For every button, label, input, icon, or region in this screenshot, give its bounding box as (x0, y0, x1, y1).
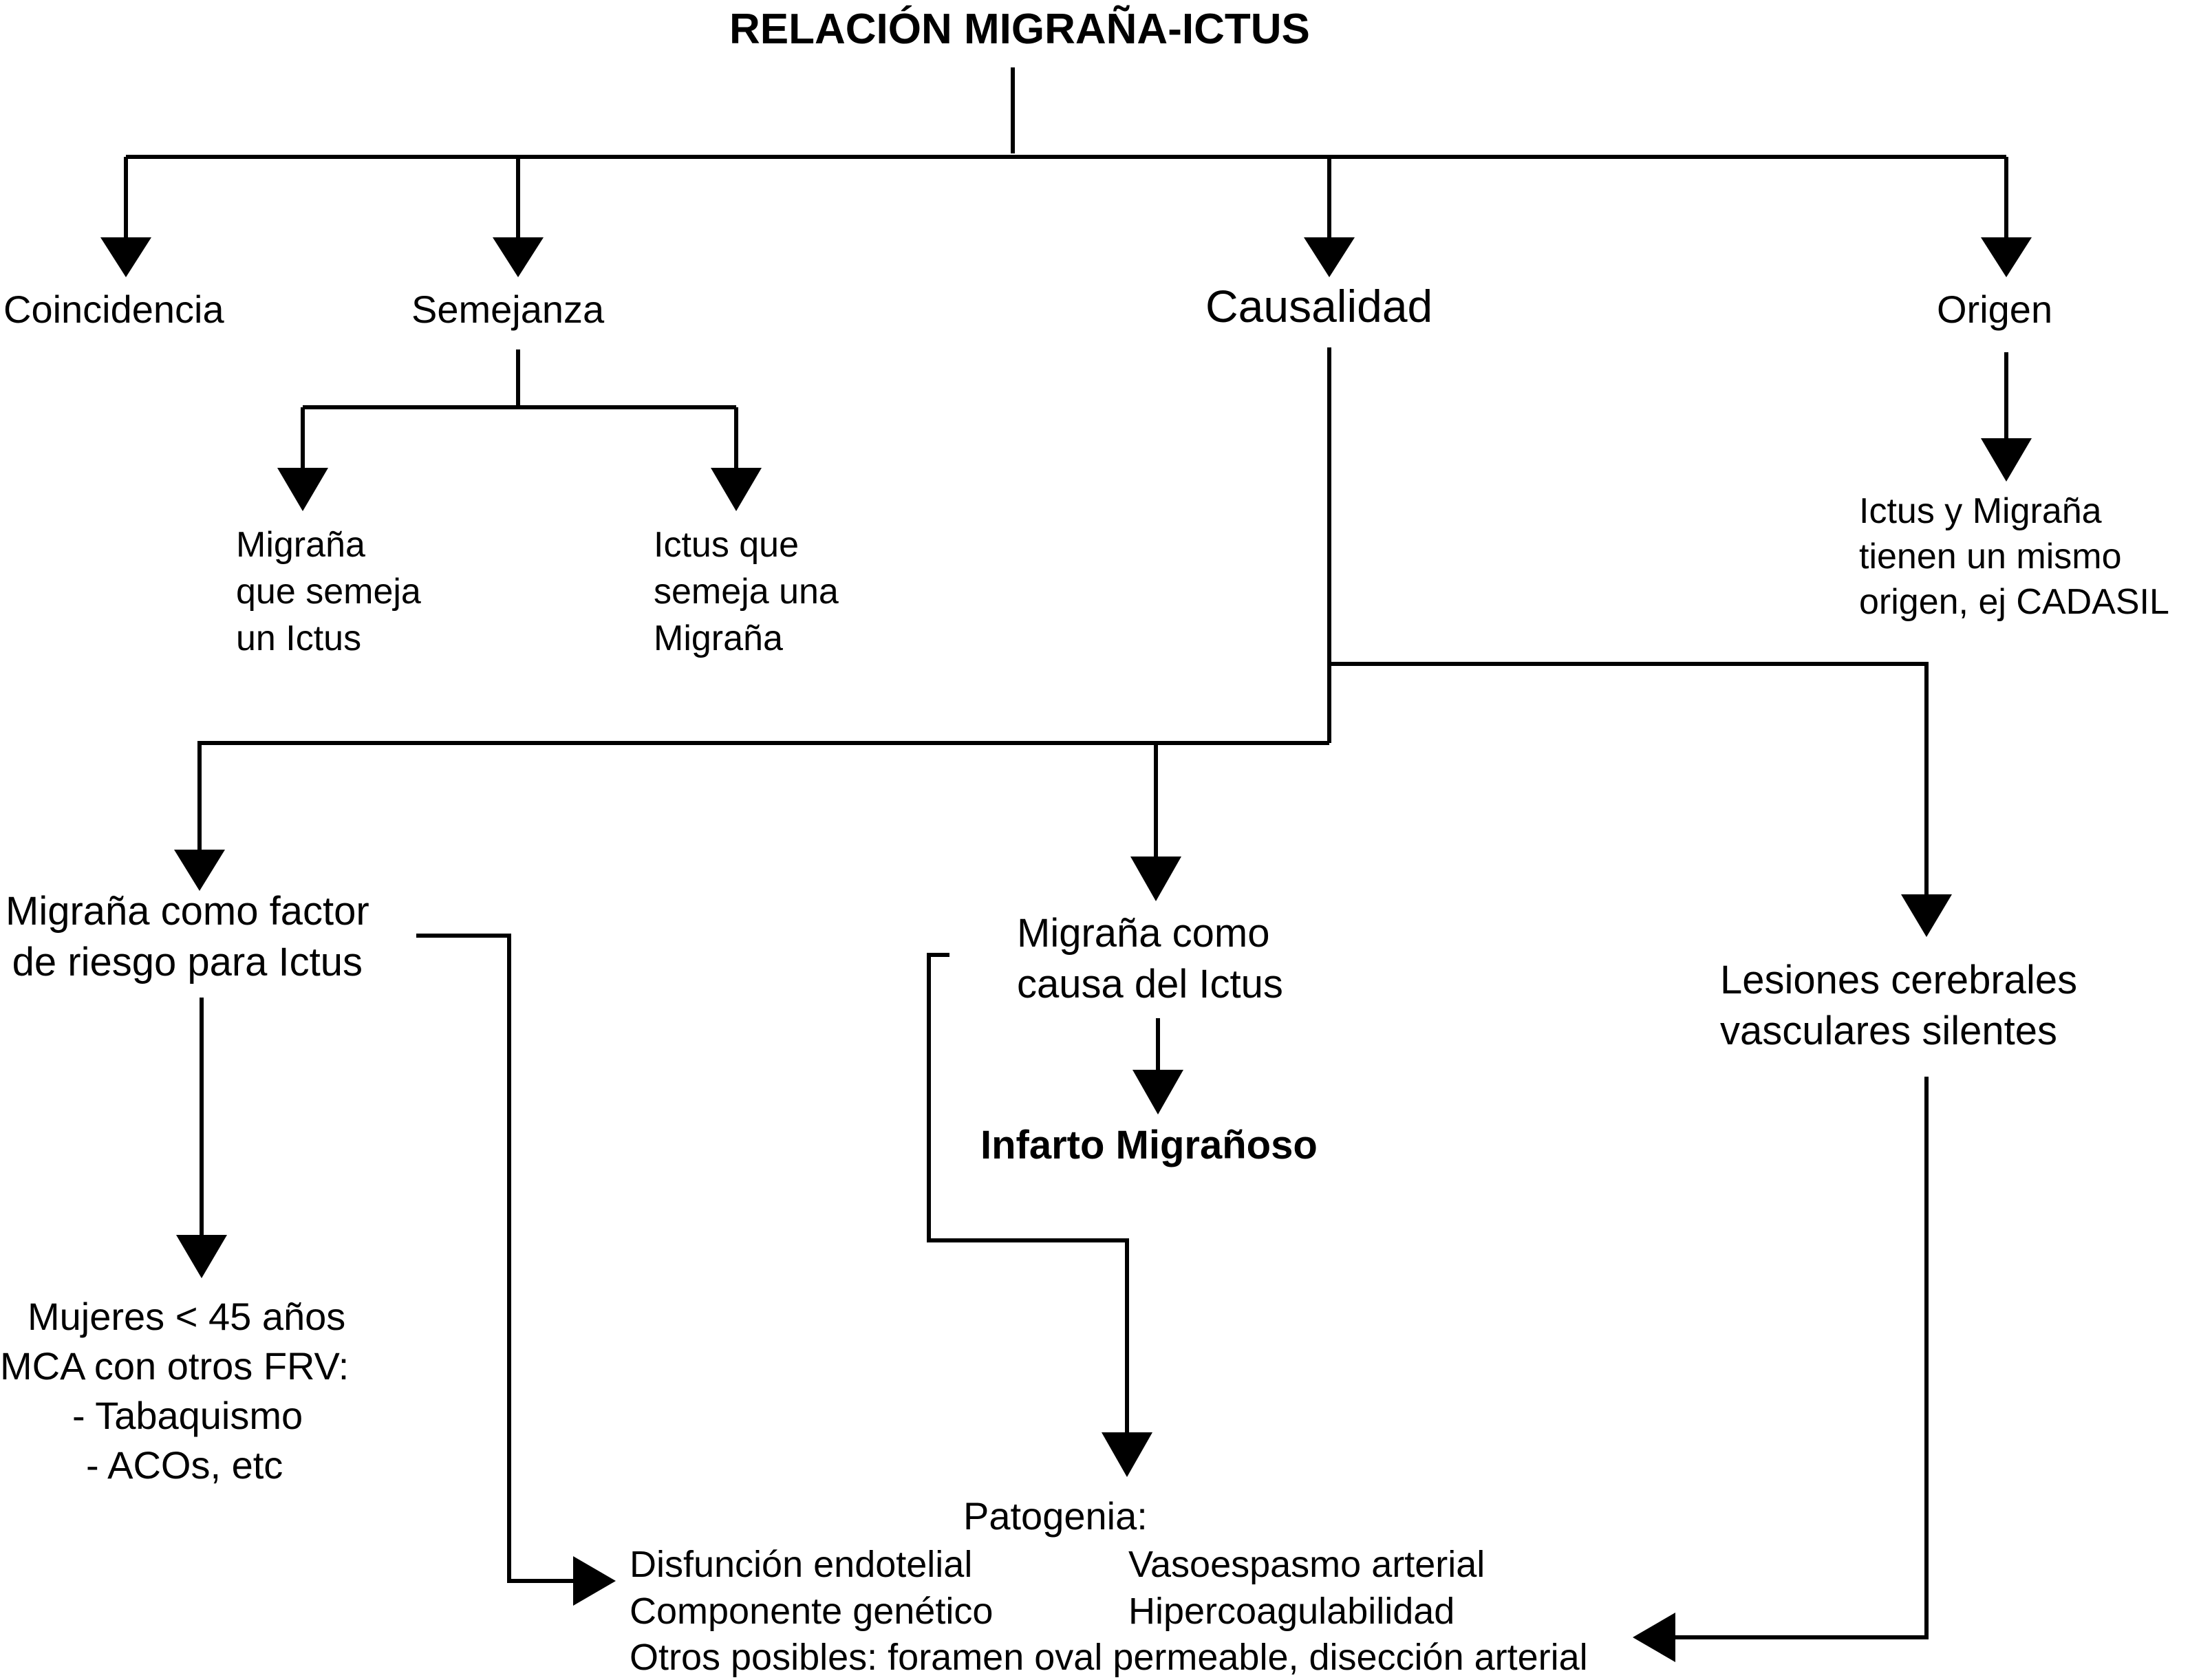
origen-line-3: origen, ej CADASIL (1859, 582, 2169, 622)
ictus-semeja-line-1: Ictus que (654, 525, 799, 565)
patogenia-genetico: Componente genético (630, 1591, 994, 1632)
lesiones-line-2: vasculares silentes (1720, 1009, 2057, 1053)
connector-causa-patogenia (927, 953, 1129, 1436)
factor-riesgo-line-1: Migraña como factor (6, 889, 369, 934)
node-infarto-migranoso: Infarto Migrañoso (980, 1123, 1318, 1167)
node-riesgo-list: Mujeres < 45 años MCA con otros FRV: - T… (0, 1292, 406, 1490)
origen-line-2: tienen un mismo (1859, 537, 2122, 577)
arrowhead-migrana-semeja (277, 468, 328, 511)
arrowhead-origen (1981, 237, 2032, 277)
arrowhead-causalidad (1304, 237, 1355, 277)
diagram-title: RELACIÓN MIGRAÑA-ICTUS (729, 6, 1310, 53)
node-migrana-semeja-ictus: Migraña que semeja un Ictus (236, 521, 421, 662)
origen-line-1: Ictus y Migraña (1859, 491, 2102, 531)
ictus-semeja-line-2: semeja una (654, 572, 839, 612)
arrowhead-patogenia-right (1633, 1613, 1675, 1662)
riesgo-line-4: - ACOs, etc (86, 1443, 283, 1487)
causa-ictus-line-1: Migraña como (1017, 911, 1270, 956)
node-coincidencia: Coincidencia (3, 288, 224, 331)
arrowhead-patogenia-top (1102, 1432, 1152, 1477)
node-causalidad: Causalidad (1205, 281, 1433, 332)
patogenia-left-col: Disfunción endotelial Componente genétic… (630, 1541, 993, 1635)
lesiones-line-1: Lesiones cerebrales (1720, 958, 2078, 1002)
arrowhead-coincidencia (100, 237, 151, 277)
patogenia-right-col: Vasoespasmo arterial Hipercoagulabilidad (1128, 1541, 1485, 1635)
arrowhead-lesiones (1901, 894, 1952, 937)
node-ictus-semeja-migrana: Ictus que semeja una Migraña (654, 521, 839, 662)
arrowhead-origen-child (1981, 438, 2032, 482)
riesgo-line-1: Mujeres < 45 años (28, 1295, 346, 1338)
node-causa-ictus: Migraña como causa del Ictus (1017, 908, 1283, 1010)
migrana-semeja-line-2: que semeja (236, 572, 421, 612)
arrowhead-semejanza (493, 237, 544, 277)
patogenia-disfuncion: Disfunción endotelial (630, 1544, 973, 1585)
arrowhead-infarto (1132, 1070, 1183, 1114)
arrowhead-factor-riesgo (174, 850, 225, 891)
connector-causalidad-bus (197, 741, 1329, 853)
riesgo-line-3: - Tabaquismo (72, 1394, 303, 1437)
arrowhead-riesgo-list (176, 1235, 227, 1278)
node-semejanza: Semejanza (411, 288, 605, 331)
factor-riesgo-line-2: de riesgo para Ictus (12, 940, 363, 984)
connector-lesiones-patogenia (1672, 1077, 1929, 1639)
causa-ictus-line-2: causa del Ictus (1017, 962, 1283, 1006)
arrowhead-patogenia-left (573, 1556, 616, 1606)
connector-riesgo-patogenia (416, 934, 577, 1583)
migrana-semeja-line-3: un Ictus (236, 618, 362, 658)
migrana-semeja-line-1: Migraña (236, 525, 365, 565)
patogenia-heading: Patogenia: (963, 1494, 1148, 1538)
arrowhead-ictus-semeja (711, 468, 762, 511)
arrowhead-causa-ictus (1130, 857, 1181, 901)
node-lesiones-silentes: Lesiones cerebrales vasculares silentes (1720, 955, 2077, 1057)
ictus-semeja-line-3: Migraña (654, 618, 783, 658)
node-origen-cadasil: Ictus y Migraña tienen un mismo origen, … (1859, 488, 2169, 625)
connector-causalidad-right (1329, 662, 1929, 898)
patogenia-hipercoagulabilidad: Hipercoagulabilidad (1128, 1591, 1455, 1632)
patogenia-vasoespasmo: Vasoespasmo arterial (1128, 1544, 1485, 1585)
node-factor-riesgo: Migraña como factor de riesgo para Ictus (6, 886, 369, 988)
node-origen: Origen (1937, 288, 2053, 331)
patogenia-otros: Otros posibles: foramen oval permeable, … (630, 1637, 1588, 1678)
riesgo-line-2: MCA con otros FRV: (0, 1344, 350, 1388)
